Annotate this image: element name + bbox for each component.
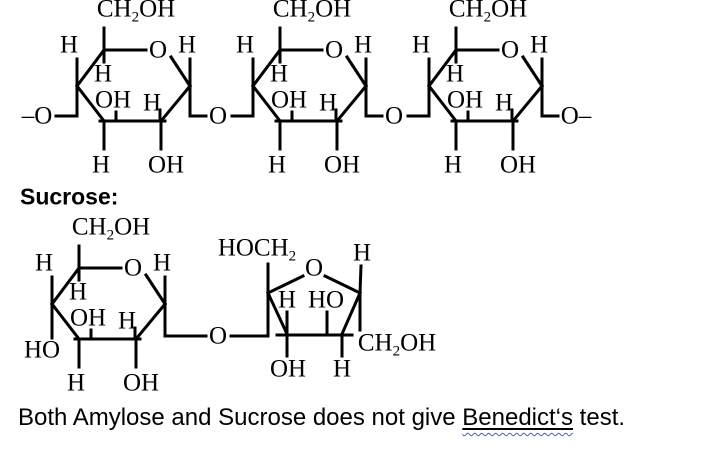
h-label: H	[93, 60, 113, 88]
h-label: H	[152, 249, 172, 277]
formula-part: OH	[400, 329, 437, 357]
formula-part: OH	[139, 0, 176, 23]
ch2oh-label: CH2OH	[273, 0, 351, 26]
oh-label: OH	[270, 86, 308, 114]
oh-label: OH	[94, 86, 132, 114]
formula-subscript: 2	[483, 9, 492, 26]
formula-part: OH	[491, 0, 528, 23]
formula-part: CH	[448, 0, 484, 23]
oh-label: OH	[499, 151, 537, 179]
h-label: H	[445, 60, 465, 88]
ring-o-label: O	[324, 36, 344, 64]
formula-part: OH	[114, 213, 151, 241]
sucrose-heading: Sucrose:	[20, 183, 119, 210]
h-label: H	[529, 31, 549, 59]
hoch2-label: HOCH2	[218, 236, 296, 265]
h-label: H	[267, 151, 287, 179]
terminal-o-label: –O	[21, 102, 53, 130]
caption-text: test.	[573, 404, 626, 431]
terminal-o-label: O–	[560, 102, 592, 130]
h-label: H	[59, 31, 79, 59]
h-label: H	[352, 239, 372, 267]
ch2oh-label: CH2OH	[72, 215, 150, 244]
formula-part: CH	[71, 213, 107, 241]
bond	[340, 291, 362, 336]
h-label: H	[411, 31, 431, 59]
bond	[322, 273, 363, 296]
oh-label: OH	[323, 151, 361, 179]
h-label: H	[117, 307, 137, 335]
bridge-o-label: O	[384, 102, 404, 130]
oh-label: OH	[147, 151, 185, 179]
formula-part: CH	[357, 329, 393, 357]
formula-part: CH	[272, 0, 308, 23]
formula-subscript: 2	[392, 343, 401, 360]
ring-o-label: O	[500, 36, 520, 64]
formula-part: CH	[96, 0, 132, 23]
oh-label: OH	[446, 86, 484, 114]
bond	[358, 264, 363, 295]
ho-label: HO	[307, 286, 345, 314]
h-label: H	[235, 31, 255, 59]
ho-label: HO	[23, 336, 61, 364]
sucrose-glucose-bonds	[50, 244, 208, 369]
h-label: H	[443, 151, 463, 179]
bond	[265, 273, 306, 296]
formula-subscript: 2	[106, 227, 115, 244]
formula-part: HOCH	[217, 234, 289, 262]
ch2oh-label: CH2OH	[358, 331, 436, 360]
h-label: H	[332, 355, 352, 383]
ch2oh-label: CH2OH	[449, 0, 527, 26]
h-label: H	[34, 249, 54, 277]
bond	[266, 291, 289, 336]
h-label: H	[68, 278, 88, 306]
caption-text: Both Amylose and Sucrose does not give	[18, 404, 463, 431]
h-label: H	[494, 89, 514, 117]
h-label: H	[277, 286, 297, 314]
formula-subscript: 2	[307, 9, 316, 26]
h-label: H	[91, 151, 111, 179]
h-label: H	[353, 31, 373, 59]
spellcheck-squiggle: Benedict‘s	[462, 404, 574, 431]
h-label: H	[142, 89, 162, 117]
oh-label: OH	[69, 304, 107, 332]
oh-label: OH	[269, 355, 307, 383]
bridge-o-label: O	[208, 322, 228, 350]
sucrose-fructose-bonds	[229, 262, 363, 358]
h-label: H	[177, 31, 197, 59]
ring-o-label: O	[123, 254, 143, 282]
h-label: H	[66, 369, 86, 397]
h-label: H	[269, 60, 289, 88]
caption-underlined-word: Benedict‘s	[462, 404, 573, 431]
bridge-o-label: O	[208, 102, 228, 130]
ch2oh-label: CH2OH	[97, 0, 175, 26]
formula-subscript: 2	[288, 248, 297, 265]
caption-sentence: Both Amylose and Sucrose does not give B…	[18, 404, 625, 432]
formula-part: OH	[315, 0, 352, 23]
ring-o-label: O	[148, 36, 168, 64]
oh-label: OH	[122, 369, 160, 397]
formula-subscript: 2	[131, 9, 140, 26]
h-label: H	[318, 89, 338, 117]
ring-o-label: O	[304, 254, 324, 282]
